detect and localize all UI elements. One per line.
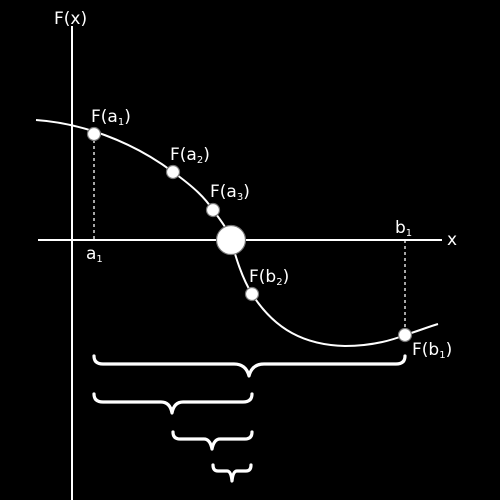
tick-label-a1: a1 <box>86 244 103 265</box>
brace-interval-2 <box>92 392 254 415</box>
function-curve <box>35 119 439 348</box>
point-a3 <box>205 202 221 218</box>
label-F-a2: F(a2) <box>170 145 210 166</box>
point-a1 <box>86 126 102 142</box>
brace-interval-3 <box>171 430 254 451</box>
label-F-a1: F(a1) <box>91 107 131 128</box>
y-axis-label: F(x) <box>54 9 87 29</box>
brace-interval-4 <box>211 463 253 483</box>
point-root <box>215 224 247 256</box>
tick-label-b1: b1 <box>395 218 412 239</box>
label-F-a3: F(a3) <box>210 182 250 203</box>
point-a2 <box>165 164 181 180</box>
point-b1 <box>397 327 413 343</box>
point-b2 <box>244 286 260 302</box>
brace-interval-1 <box>92 354 407 378</box>
label-F-b2: F(b2) <box>249 267 289 288</box>
x-axis-label: x <box>447 230 457 250</box>
label-F-b1: F(b1) <box>412 340 452 361</box>
